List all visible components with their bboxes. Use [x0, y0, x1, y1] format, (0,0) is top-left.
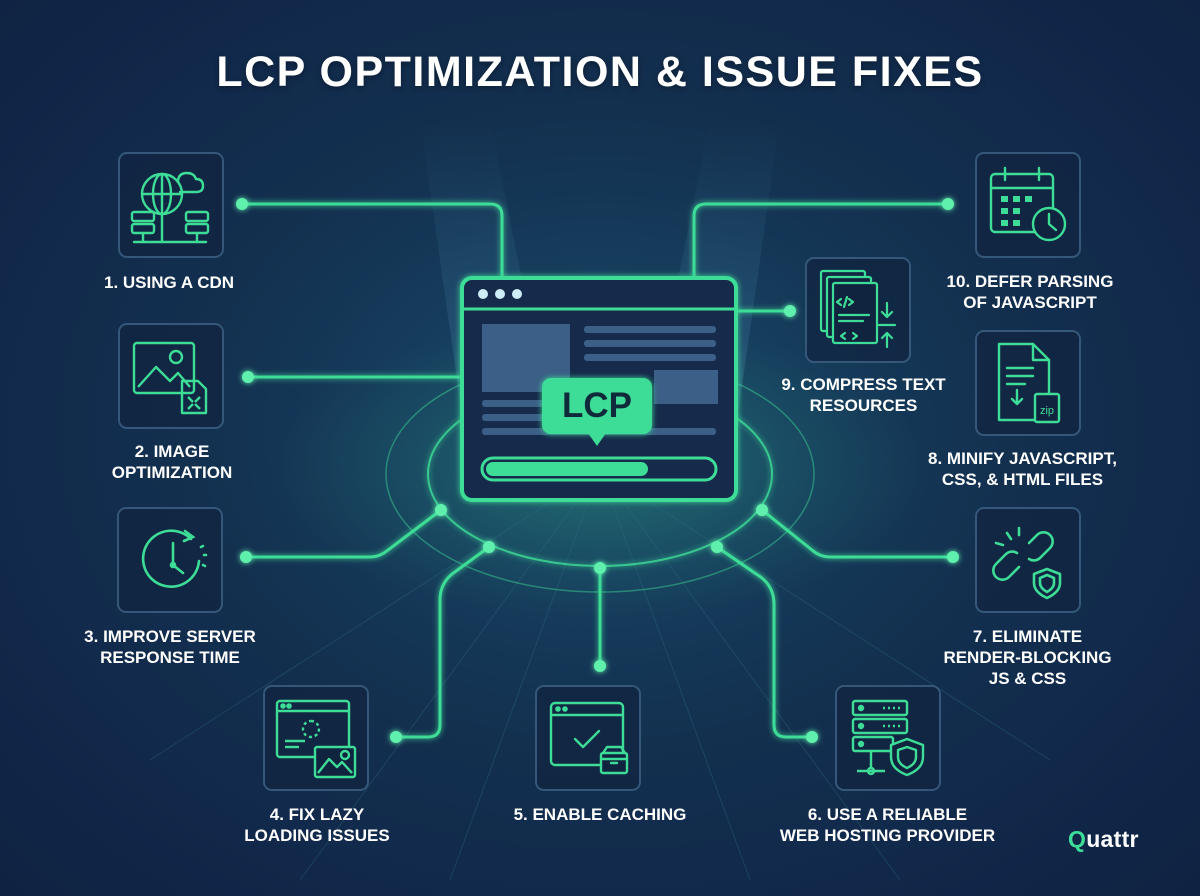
tile-defer-js: [975, 152, 1081, 258]
lcp-badge-label: LCP: [562, 386, 632, 425]
wire-cdn: [240, 202, 504, 280]
ring-node: [483, 541, 495, 553]
wire-hosting: [715, 545, 814, 739]
wire-dot: [947, 551, 959, 563]
broken-chain-shield-icon: [992, 526, 1062, 600]
tile-hosting: [835, 685, 941, 791]
globe-server-cloud-icon: [130, 171, 210, 244]
tile-minify: zip: [975, 330, 1081, 436]
lcp-browser-window: [460, 276, 738, 502]
tile-lazy-loading: [263, 685, 369, 791]
loading-progress-fill: [486, 462, 648, 476]
svg-text:zip: zip: [1040, 405, 1054, 417]
ring-node: [594, 562, 606, 574]
label-lazy-loading: 4. FIX LAZY LOADING ISSUES: [244, 805, 390, 845]
wire-dot: [594, 660, 606, 672]
wire-render-blocking: [760, 508, 955, 559]
wire-dot: [236, 198, 248, 210]
brand-logo: Quattr: [1068, 826, 1139, 853]
wire-dot: [242, 371, 254, 383]
lcp-badge: [542, 378, 652, 434]
wire-dot: [806, 731, 818, 743]
tile-compress-text: [805, 257, 911, 363]
label-defer-js: 10. DEFER PARSING OF JAVASCRIPT: [946, 272, 1114, 312]
tile-image-optimization: [118, 323, 224, 429]
wire-dot: [942, 198, 954, 210]
label-render-blocking: 7. ELIMINATE RENDER-BLOCKING JS & CSS: [943, 627, 1112, 688]
wire-lazy-loading: [394, 545, 491, 739]
server-shield-icon: [851, 699, 925, 777]
label-caching: 5. ENABLE CACHING: [513, 805, 687, 824]
wire-dot: [784, 305, 796, 317]
zip-file-icon: zip: [997, 342, 1061, 424]
floor-grid: [149, 469, 1051, 881]
wire-dot: [240, 551, 252, 563]
page-title: LCP OPTIMIZATION & ISSUE FIXES: [216, 48, 984, 96]
ring-node: [435, 504, 447, 516]
brand-logo-rest: uattr: [1086, 826, 1139, 852]
tile-cdn: [118, 152, 224, 258]
label-server-response: 3. IMPROVE SERVER RESPONSE TIME: [84, 627, 256, 667]
tile-server-response: [117, 507, 223, 613]
browser-loading-image-icon: [275, 699, 357, 779]
stopwatch-icon: [141, 529, 208, 588]
label-image-optimization: 2. IMAGE OPTIMIZATION: [111, 442, 233, 482]
label-minify: 8. MINIFY JAVASCRIPT, CSS, & HTML FILES: [928, 449, 1117, 489]
tile-render-blocking: [975, 507, 1081, 613]
label-hosting: 6. USE A RELIABLE WEB HOSTING PROVIDER: [779, 805, 996, 845]
browser-check-box-icon: [549, 701, 629, 775]
label-using-cdn: 1. USING A CDN: [104, 273, 235, 292]
wire-defer-js: [692, 202, 950, 280]
label-compress-text: 9. COMPRESS TEXT RESOURCES: [781, 375, 946, 415]
calendar-clock-icon: [989, 166, 1067, 242]
image-compress-icon: [132, 341, 208, 415]
wire-server-response: [244, 508, 443, 559]
wire-dot: [390, 731, 402, 743]
tile-caching: [535, 685, 641, 791]
ring-node: [711, 541, 723, 553]
code-files-compress-icon: [819, 269, 897, 349]
ring-node: [756, 504, 768, 516]
brand-logo-accent: Q: [1068, 826, 1087, 852]
